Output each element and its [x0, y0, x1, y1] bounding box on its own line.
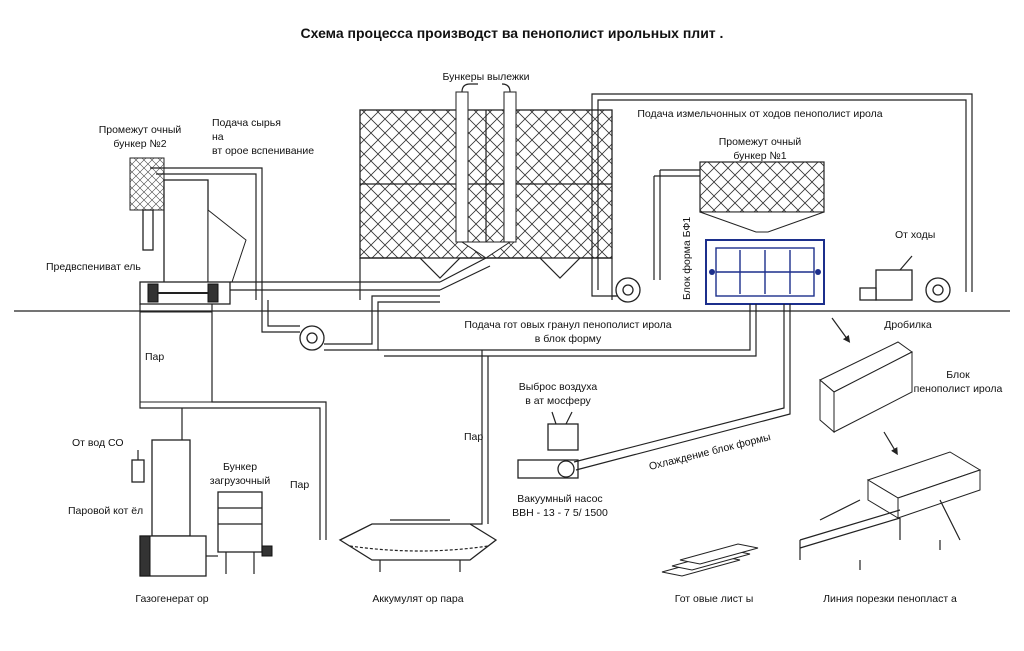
label-intermediate-2b: бункер №2: [113, 138, 166, 150]
intermediate-bunker-1: [699, 161, 825, 233]
fan-3: [925, 277, 951, 303]
label-waste: От ходы: [895, 229, 935, 241]
label-cutting-line: Линия порезки пенопласт а: [823, 593, 957, 605]
label-vacuum-pump-b: ВВН - 13 - 7 5/ 1500: [512, 507, 608, 519]
label-feed-granules: Подача гот овых гранул пенополист ирола: [464, 319, 671, 331]
cooling-line: [573, 304, 791, 471]
page-title: Схема процесса производст ва пенополист …: [301, 25, 724, 41]
label-steam-1: Пар: [145, 351, 164, 363]
label-intermediate-2: Промежут очный: [99, 124, 182, 136]
label-gas-generator: Газогенерат ор: [135, 593, 208, 605]
label-loading-bunker: Бункер: [223, 461, 257, 473]
crushed-return-pipe: [591, 93, 973, 297]
pre-expander: [139, 281, 231, 305]
intermediate-bunker-2: [129, 157, 247, 291]
label-flue-gas: От вод СО: [72, 437, 124, 449]
label-feed-crushed: Подача измельчонных от ходов пенополист …: [637, 108, 882, 120]
label-steam-boiler: Паровой кот ёл: [68, 505, 143, 517]
label-crusher: Дробилка: [884, 319, 932, 331]
label-steam-3: Пар: [290, 479, 309, 491]
label-pre-expander: Предвспениват ель: [46, 261, 141, 273]
steam-boiler: [131, 439, 191, 537]
label-intermediate-1b: бункер №1: [733, 150, 786, 162]
loading-bunker: [217, 491, 273, 574]
label-air-release: Выброс воздуха: [519, 381, 598, 393]
cutting-line-machine: [799, 451, 982, 570]
label-finished-sheets: Гот овые лист ы: [675, 593, 754, 605]
label-block-b: пенополист ирола: [914, 383, 1003, 395]
label-steam-2: Пар: [464, 431, 483, 443]
gas-generator: [139, 535, 218, 577]
block-form-bf1: [705, 239, 825, 305]
label-loading-bunker-b: загрузочный: [210, 475, 271, 487]
fan-1: [299, 325, 325, 351]
fan-2: [615, 277, 641, 303]
label-air-release-b: в ат мосферу: [525, 395, 591, 407]
label-block: Блок: [946, 369, 970, 381]
label-vacuum-pump: Вакуумный насос: [517, 493, 602, 505]
label-block-form: Блок форма БФ1: [681, 217, 693, 300]
polystyrene-block: [819, 341, 913, 434]
label-steam-accumulator: Аккумулят ор пара: [372, 593, 463, 605]
steam-accumulator: [338, 519, 498, 572]
feed-raw-pipe: [150, 167, 263, 300]
label-bunkers-aging: Бункеры вылежки: [442, 71, 529, 83]
label-feed-raw-c: вт орое вспенивание: [212, 145, 314, 157]
vacuum-pump: [517, 411, 579, 479]
label-feed-raw: Подача сырья: [212, 117, 281, 129]
finished-sheets: [661, 543, 759, 577]
label-feed-granules-b: в блок форму: [535, 333, 602, 345]
label-intermediate-1: Промежут очный: [719, 136, 802, 148]
label-feed-raw-b: на: [212, 131, 224, 143]
label-cooling: Охлаждение блок формы: [648, 431, 772, 473]
crusher: [859, 255, 913, 301]
